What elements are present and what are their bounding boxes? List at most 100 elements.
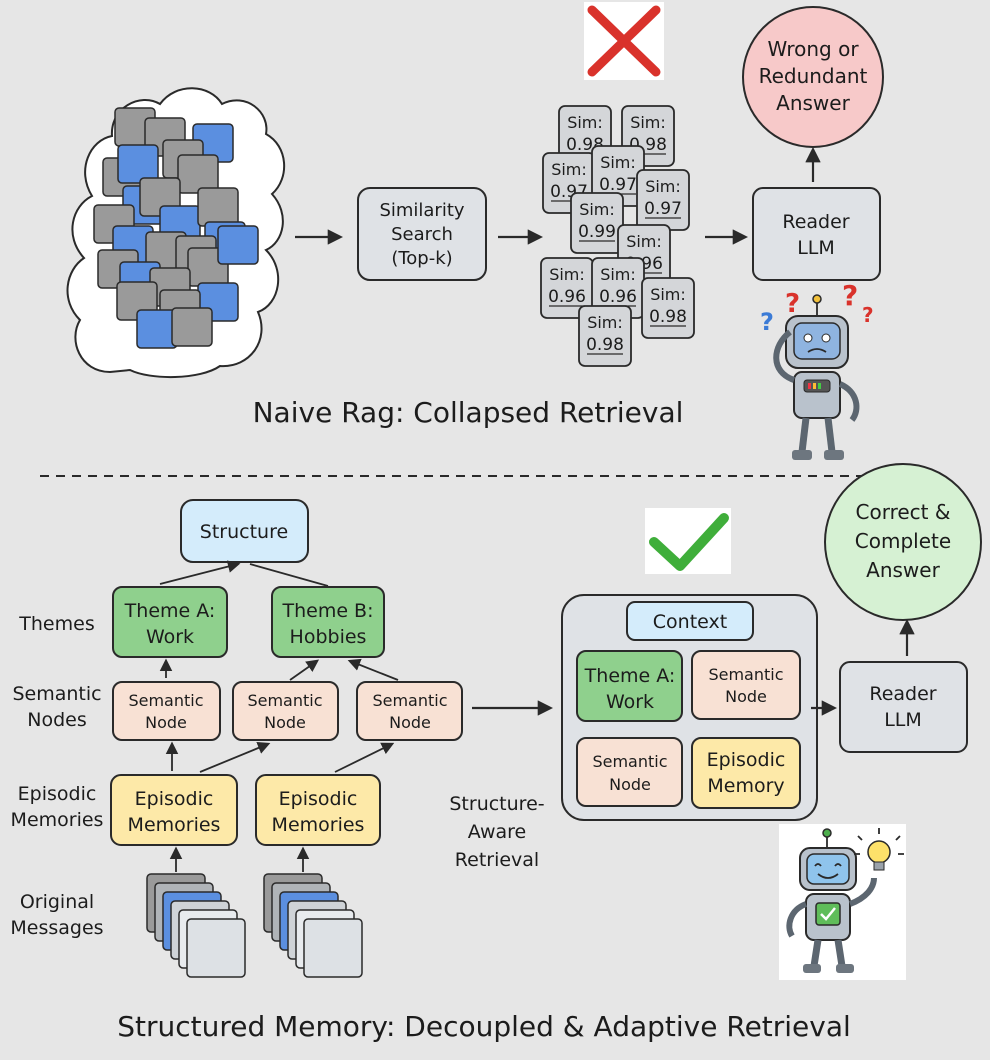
theme-b-line2: Hobbies bbox=[290, 626, 367, 648]
svg-text:Node: Node bbox=[389, 713, 431, 732]
context-episodic-line2: Memory bbox=[707, 775, 784, 797]
memory-chunk-gray bbox=[171, 307, 213, 347]
memory-chunk-blue bbox=[117, 144, 159, 184]
arrow-semantic-3-to-theme-b bbox=[347, 658, 399, 681]
original-messages-stack-2 bbox=[263, 873, 363, 978]
svg-text:Memories: Memories bbox=[128, 814, 221, 836]
similarity-search-box: Similarity Search (Top-k) bbox=[357, 187, 487, 281]
arrow-episodic-1-to-semantic-2 bbox=[199, 742, 271, 773]
context-semantic-1-line1: Semantic bbox=[708, 665, 783, 684]
memory-chunk-blue bbox=[136, 309, 178, 349]
document-cloud bbox=[66, 87, 286, 378]
theme-a-line1: Theme A: bbox=[124, 600, 216, 622]
line-theme-b-to-structure bbox=[249, 563, 329, 587]
row-label-themes: Themes bbox=[18, 613, 94, 635]
wrong-answer-circle: Wrong or Redundant Answer bbox=[742, 6, 884, 148]
reader-llm-top: Reader LLM bbox=[752, 187, 881, 281]
svg-text:Node: Node bbox=[264, 713, 306, 732]
svg-text:Semantic: Semantic bbox=[128, 691, 203, 710]
episodic-memories-1: Episodic Memories bbox=[110, 774, 238, 846]
sim-card: Sim:0.98 bbox=[641, 277, 695, 339]
arrow-semantic-2-to-theme-b bbox=[289, 659, 320, 681]
context-theme-line2: Work bbox=[606, 691, 654, 713]
semantic-node-1: Semantic Node bbox=[112, 681, 221, 741]
context-theme-box bbox=[576, 650, 683, 722]
wrong-answer-line1: Wrong or bbox=[767, 37, 859, 61]
sim-card-label: Sim: bbox=[567, 113, 603, 132]
sim-card-label: Sim: bbox=[600, 265, 636, 284]
retrieval-label-line3: Retrieval bbox=[455, 849, 539, 871]
svg-text:Semantic: Semantic bbox=[247, 691, 322, 710]
sim-card-value: 0.96 bbox=[548, 287, 586, 307]
reader-llm-bottom-line1: Reader bbox=[869, 683, 936, 705]
context-semantic-2-line1: Semantic bbox=[592, 752, 667, 771]
context-episodic-line1: Episodic bbox=[707, 749, 786, 771]
svg-text:?: ? bbox=[760, 308, 774, 336]
reader-llm-bottom-line2: LLM bbox=[884, 709, 922, 731]
sim-card-label: Sim: bbox=[626, 232, 662, 251]
sim-card: Sim: 0.97 bbox=[636, 169, 690, 231]
red-cross-icon bbox=[584, 2, 664, 80]
sim-card: Sim: 0.96 bbox=[540, 257, 594, 319]
correct-answer-line1: Correct & bbox=[856, 500, 951, 524]
sim-card-value: 0.99 bbox=[578, 222, 616, 242]
retrieval-label-line2: Aware bbox=[468, 821, 527, 843]
sim-card: Sim: 0.96 bbox=[591, 257, 645, 319]
sim-card-value: 0.97 bbox=[644, 199, 682, 219]
confused-robot-icon: ? ? ? ? bbox=[760, 279, 874, 460]
correct-answer-line3: Answer bbox=[866, 558, 940, 582]
svg-text:?: ? bbox=[862, 303, 874, 327]
semantic-node-2: Semantic Node bbox=[232, 681, 339, 741]
correct-answer-circle: Correct & Complete Answer bbox=[824, 463, 982, 621]
sim-card: Sim: 0.97 bbox=[591, 145, 645, 207]
sim-card-label: Sim: bbox=[587, 313, 623, 332]
sim-card-label: Sim: bbox=[549, 265, 585, 284]
svg-text:?: ? bbox=[785, 289, 800, 319]
context-title: Context bbox=[653, 611, 727, 633]
context-semantic-2-line2: Node bbox=[609, 775, 651, 794]
svg-text:Episodic: Episodic bbox=[135, 788, 214, 810]
similarity-search-line3: (Top-k) bbox=[391, 248, 452, 269]
row-label-episodic-1: Episodic bbox=[18, 783, 97, 805]
structure-label: Structure bbox=[200, 521, 288, 543]
top-section-title: Naive Rag: Collapsed Retrieval bbox=[253, 396, 684, 429]
theme-a-box: Theme A: Work bbox=[112, 586, 228, 658]
semantic-node-3: Semantic Node bbox=[356, 681, 463, 741]
happy-robot-icon bbox=[779, 824, 906, 980]
green-check-icon bbox=[645, 508, 731, 574]
theme-b-line1: Theme B: bbox=[281, 600, 373, 622]
sim-card-value: 0.96 bbox=[599, 287, 637, 307]
svg-text:?: ? bbox=[842, 279, 858, 312]
wrong-answer-line2: Redundant bbox=[759, 64, 868, 88]
similarity-search-line2: Search bbox=[391, 224, 453, 245]
context-semantic-1-line2: Node bbox=[725, 687, 767, 706]
correct-answer-line2: Complete bbox=[855, 529, 951, 553]
memory-chunk-blue bbox=[217, 225, 259, 265]
row-label-semantic-2: Nodes bbox=[27, 709, 87, 731]
reader-llm-top-line1: Reader bbox=[782, 211, 849, 233]
context-semantic-box-1 bbox=[691, 650, 801, 720]
retrieval-label-line1: Structure- bbox=[449, 793, 544, 815]
svg-text:Node: Node bbox=[145, 713, 187, 732]
sim-card-label: Sim: bbox=[579, 200, 615, 219]
reader-llm-bottom: Reader LLM bbox=[839, 661, 968, 753]
context-semantic-box-2 bbox=[576, 737, 683, 807]
svg-text:Episodic: Episodic bbox=[279, 788, 358, 810]
sim-card-value: 0.97 bbox=[599, 175, 637, 195]
arrow-theme-a-to-structure bbox=[159, 560, 241, 585]
sim-card-label: Sim: bbox=[630, 113, 666, 132]
sim-card-label: Sim: bbox=[645, 177, 681, 196]
svg-text:Memories: Memories bbox=[272, 814, 365, 836]
wrong-answer-line3: Answer bbox=[776, 91, 850, 115]
sim-card-label: Sim: bbox=[600, 153, 636, 172]
sim-card-label: Sim: bbox=[551, 160, 587, 179]
reader-llm-top-line2: LLM bbox=[797, 237, 835, 259]
sim-card-value: 0.98 bbox=[586, 335, 624, 355]
message-sheet bbox=[303, 918, 363, 978]
context-episodic-box bbox=[691, 737, 801, 809]
sim-card-label: Sim: bbox=[650, 285, 686, 304]
episodic-memories-2: Episodic Memories bbox=[255, 774, 381, 846]
sim-card: Sim: 0.99 bbox=[570, 192, 624, 254]
